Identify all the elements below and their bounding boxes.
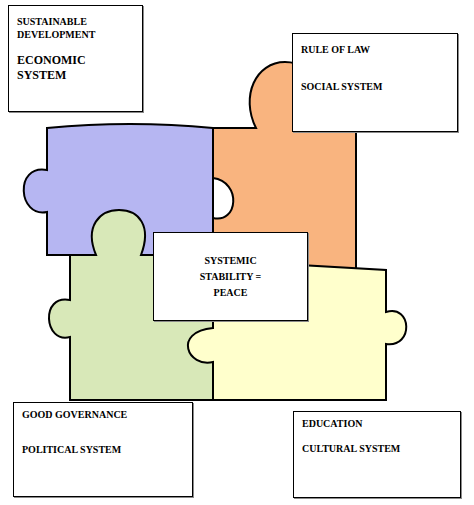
box-heading: SYSTEMIC STABILITY = PEACE xyxy=(198,253,264,301)
system-box: GOOD GOVERNANCE POLITICAL SYSTEM xyxy=(13,402,193,497)
system-box: RULE OF LAW SOCIAL SYSTEM xyxy=(292,33,458,132)
box-subheading: CULTURAL SYSTEM xyxy=(302,443,452,456)
box-heading: RULE OF LAW xyxy=(301,44,449,57)
center-box: SYSTEMIC STABILITY = PEACE xyxy=(153,232,308,321)
box-heading: GOOD GOVERNANCE xyxy=(22,409,184,422)
system-box: EDUCATION CULTURAL SYSTEM xyxy=(293,411,461,498)
box-heading: SUSTAINABLE DEVELOPMENT xyxy=(17,16,134,41)
system-box: SUSTAINABLE DEVELOPMENT ECONOMIC SYSTEM xyxy=(8,5,143,112)
box-subheading: ECONOMIC SYSTEM xyxy=(17,53,97,83)
box-subheading: POLITICAL SYSTEM xyxy=(22,444,184,457)
box-heading: EDUCATION xyxy=(302,418,452,431)
box-subheading: SOCIAL SYSTEM xyxy=(301,81,449,94)
